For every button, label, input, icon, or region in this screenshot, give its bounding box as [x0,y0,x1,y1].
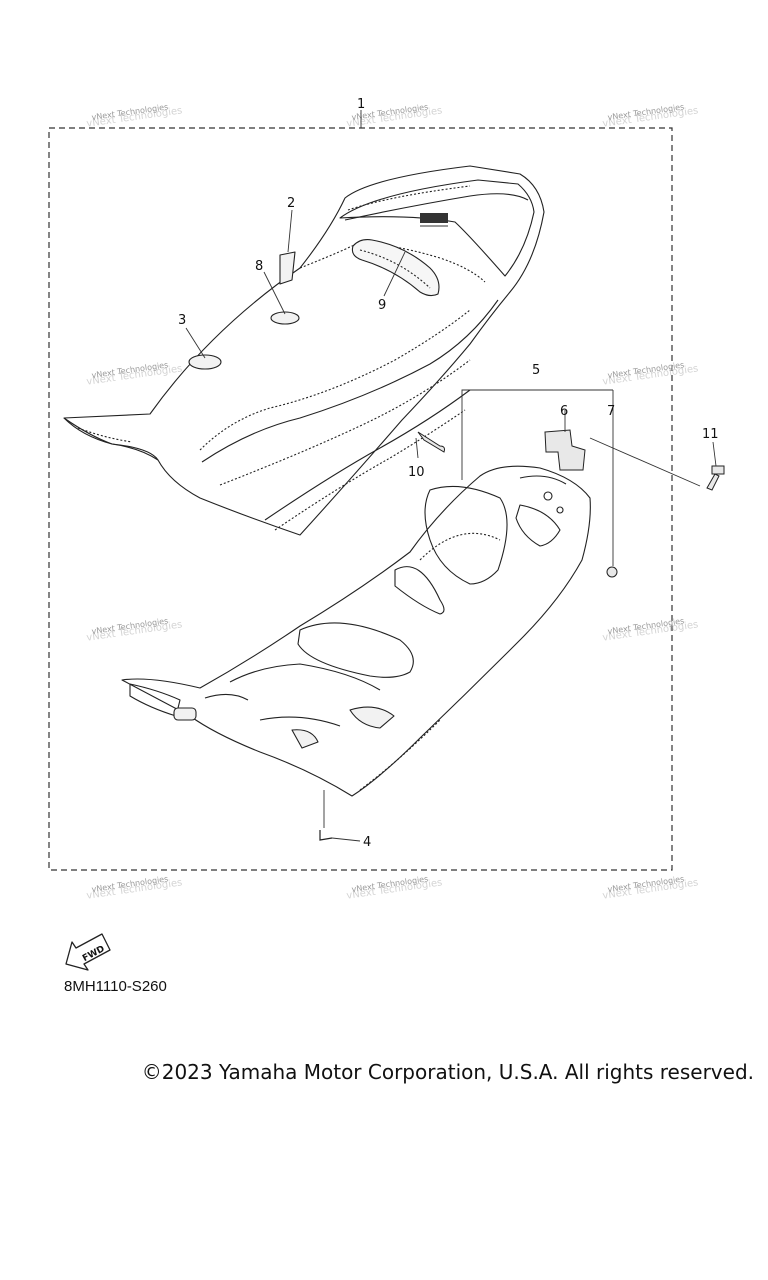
copyright-text: ©2023 Yamaha Motor Corporation, U.S.A. A… [141,1060,754,1084]
assembly-boundary [48,127,673,871]
bolt-part [706,465,725,491]
bracket-part [544,429,586,471]
seat-illustration [63,165,545,536]
leader-lines [185,110,717,842]
callout-7: 7 [607,404,615,419]
seat-base-illustration [121,465,591,797]
clip-four-part [319,830,333,841]
callout-10: 10 [408,465,425,480]
callout-6: 6 [560,404,568,419]
callout-3: 3 [178,313,186,328]
callout-4: 4 [363,835,371,850]
callout-11: 11 [702,427,719,442]
callout-1: 1 [357,97,365,112]
diagram-part-number: 8MH1110-S260 [64,978,167,995]
callout-2: 2 [287,196,295,211]
callout-8: 8 [255,259,263,274]
fwd-arrow-icon: FWD [65,933,111,971]
clip-part [606,566,618,578]
pin-part [417,431,445,453]
callout-5: 5 [532,363,540,378]
callout-9: 9 [378,298,386,313]
